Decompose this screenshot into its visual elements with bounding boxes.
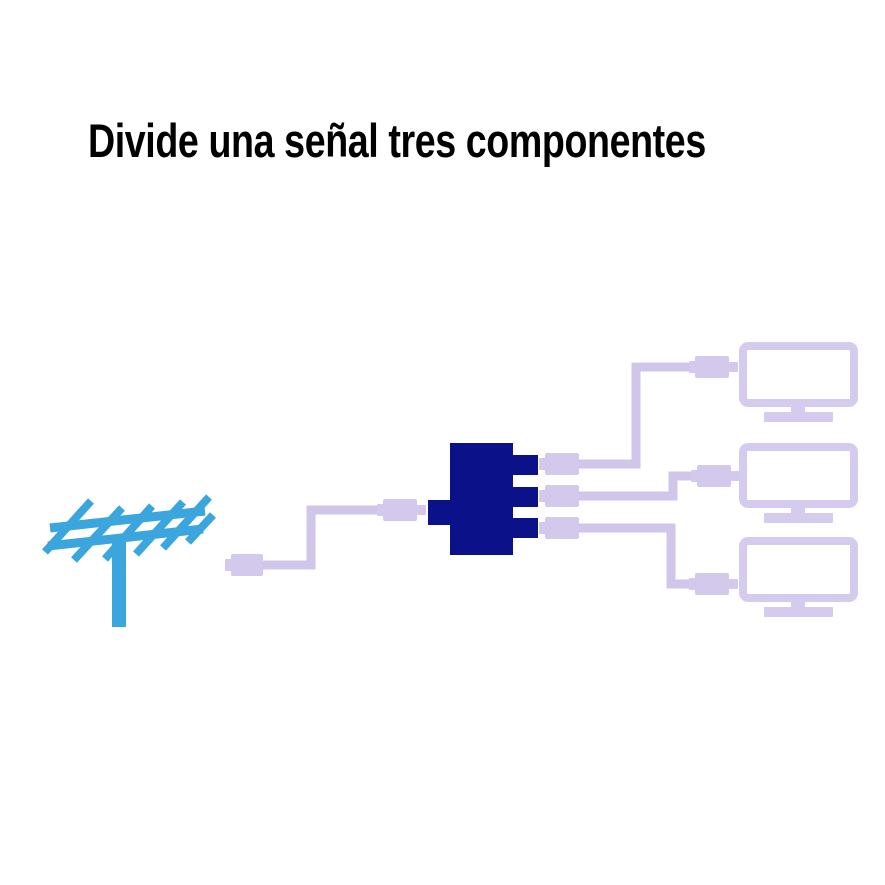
output-cable-2 <box>578 471 702 501</box>
connector-body <box>695 356 729 378</box>
connector-tab <box>377 504 385 516</box>
connector-tab <box>689 578 697 590</box>
tv-antenna-icon <box>42 494 216 627</box>
connector-body <box>545 485 579 507</box>
monitor-1-screen-frame <box>739 342 858 407</box>
monitor-3-screen-frame <box>739 537 858 602</box>
connector-nub <box>417 505 426 515</box>
antenna-element-5 <box>160 494 212 551</box>
connector-nub <box>729 362 738 372</box>
output-cable-1-path <box>578 362 700 469</box>
connector-body <box>545 517 579 539</box>
antenna-elements <box>42 494 216 563</box>
connector-tab <box>539 490 547 502</box>
connector-tab <box>225 559 233 571</box>
connector-splitter-out-3 <box>539 517 579 539</box>
connector-tab <box>539 522 547 534</box>
connector-monitor-in-2 <box>691 465 740 487</box>
antenna-element-4 <box>133 499 186 557</box>
monitor-2-stand-neck <box>791 504 805 515</box>
connector-tab <box>539 458 547 470</box>
connector-monitor-in-3 <box>689 573 738 595</box>
monitor-1-stand-neck <box>791 403 805 414</box>
monitor-2-stand-base <box>764 513 833 523</box>
antenna-element-1 <box>42 498 94 555</box>
connector-splitter-in <box>377 499 426 521</box>
connector-tab <box>691 470 699 482</box>
output-cable-3-path <box>578 523 700 589</box>
page-title: Divide una señal tres componentes <box>88 114 706 167</box>
monitor-3-stand-base <box>764 607 833 617</box>
connector-body <box>383 499 417 521</box>
input-cable <box>255 505 388 570</box>
connector-splitter-out-2 <box>539 485 579 507</box>
monitor-2-screen-frame <box>739 443 858 508</box>
splitter-output-port-3 <box>512 518 538 538</box>
connector-body <box>231 554 263 576</box>
output-cable-1 <box>578 362 700 469</box>
antenna-element-6 <box>185 512 216 545</box>
connector-tab <box>689 361 697 373</box>
splitter-output-port-2 <box>512 487 538 507</box>
monitor-3 <box>739 537 858 617</box>
signal-splitter-device <box>428 443 538 555</box>
antenna-rail-upper <box>49 506 206 533</box>
monitor-1 <box>739 342 858 422</box>
connector-nub <box>729 579 738 589</box>
output-cable-3 <box>578 523 700 589</box>
monitor-3-stand-neck <box>791 598 805 609</box>
splitter-body <box>450 443 513 555</box>
connector-monitor-in-1 <box>689 356 738 378</box>
connector-antenna-out <box>225 554 263 576</box>
connector-splitter-out-1 <box>539 453 579 475</box>
antenna-mast <box>112 536 126 627</box>
input-cable-path <box>255 505 388 570</box>
connector-nub <box>731 471 740 481</box>
connector-body <box>545 453 579 475</box>
splitter-output-port-1 <box>512 455 538 475</box>
connector-body <box>697 465 731 487</box>
antenna-element-2 <box>71 505 125 563</box>
monitor-1-stand-base <box>764 412 833 422</box>
splitter-input-port <box>428 500 451 525</box>
output-cable-2-path <box>578 471 702 501</box>
monitor-2 <box>739 443 858 523</box>
connector-body <box>695 573 729 595</box>
